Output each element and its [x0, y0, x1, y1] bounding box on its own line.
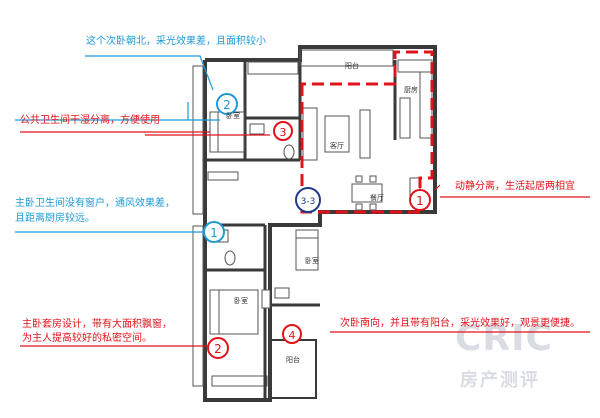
- room-label-balcony-bottom: 阳台: [286, 355, 300, 364]
- note-master-bathroom-line2: 且距离厨房较远。: [15, 213, 95, 224]
- room-label-bedroom-bottom: 卧室: [234, 296, 248, 305]
- room-label-balcony-top: 阳台: [345, 61, 359, 70]
- marker-1-right: 1: [409, 189, 431, 211]
- note-master-suite-line2: 为主人提高较好的私密空间。: [22, 333, 152, 344]
- top-balcony-outline: [299, 49, 394, 67]
- marker-1-right-label: 1: [416, 194, 424, 208]
- marker-3: 3: [273, 121, 293, 141]
- note-master-suite-line1: 主卧套房设计，带有大面积飘窗，: [22, 319, 172, 330]
- interior-walls: [205, 60, 397, 400]
- watermark-chinese: 房产测评: [460, 370, 540, 391]
- marker-2-label: 2: [223, 98, 231, 112]
- marker-4-label: 4: [289, 329, 296, 342]
- marker-1-left: 1: [203, 221, 225, 243]
- marker-3-3: 3-3: [295, 187, 321, 213]
- note-master-bathroom-line1: 主卧卫生间没有窗户，通风效果差，: [15, 198, 175, 209]
- annotation-arrows: [15, 55, 590, 347]
- room-label-bedroom-top: 卧室: [226, 111, 240, 120]
- marker-2-top: 2: [216, 93, 238, 115]
- marker-1-label: 1: [210, 226, 218, 240]
- zoning-outline: [300, 50, 434, 214]
- note-public-bathroom: 公共卫生间干湿分离，方便使用: [20, 115, 160, 126]
- marker-4: 4: [282, 324, 302, 344]
- note-zoning: 动静分离，生活起居两相宜: [455, 181, 575, 192]
- room-label-kitchen: 厨房: [404, 85, 418, 94]
- exterior-windows: [192, 61, 299, 387]
- room-label-bedroom-middle: 卧室: [305, 256, 319, 265]
- room-label-dining-room: 餐厅: [370, 193, 384, 202]
- marker-3-label: 3: [280, 126, 287, 139]
- marker-3-3-label: 3-3: [301, 197, 316, 207]
- room-label-living-room: 客厅: [330, 141, 344, 150]
- marker-2-bottom-label: 2: [214, 342, 222, 356]
- note-secondary-bedroom-north: 这个次卧朝北，采光效果差，且面积较小: [86, 36, 266, 47]
- note-secondary-bedroom-south: 次卧南向，并且带有阳台，采光效果好，观景更便捷。: [340, 318, 580, 329]
- marker-2-bottom: 2: [207, 337, 229, 359]
- watermark-latin: CRIC: [455, 318, 553, 359]
- bottom-balcony-outline: [269, 339, 317, 399]
